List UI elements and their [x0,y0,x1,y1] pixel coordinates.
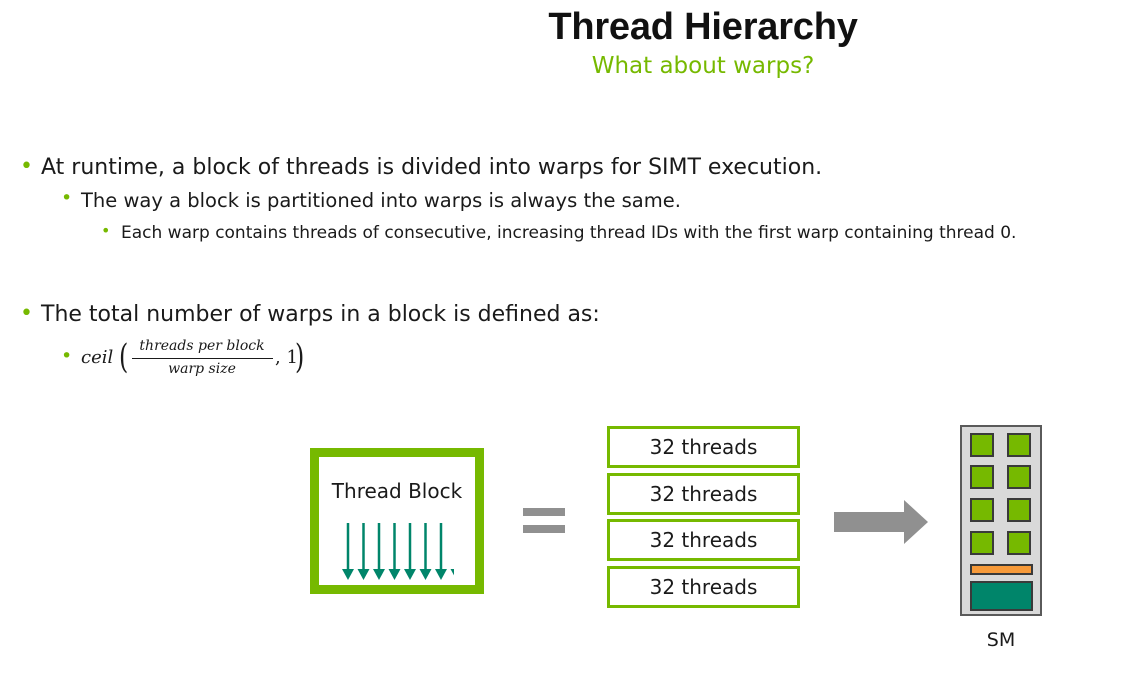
bullet-text: Each warp contains threads of consecutiv… [121,223,1017,243]
thread-block-box: Thread Block [310,448,484,594]
sm-core [1007,531,1031,555]
formula-second-arg: , 1 [275,347,298,368]
equals-bar-top [523,508,565,516]
sm-cache-bar [970,564,1033,575]
bullet-item: • The total number of warps in a block i… [20,301,600,327]
bullet-text: The total number of warps in a block is … [41,302,600,327]
thread-arrow-icon [419,523,432,580]
formula-close-paren: ) [294,337,305,377]
bullet-dot: • [20,301,33,326]
thread-arrow-icon [342,523,354,580]
equals-sign [523,508,565,534]
sm-core [1007,465,1031,489]
equals-bar-bottom [523,525,565,533]
sm-core [970,531,994,555]
thread-block-label: Thread Block [331,479,463,503]
thread-arrow-icon [373,523,385,580]
thread-arrows [342,523,454,580]
sm-core [1007,498,1031,522]
sm-memory-block [970,581,1033,611]
thread-arrow-icon [450,569,454,576]
thread-arrow-icon [388,523,401,580]
bullet-dot: • [61,345,73,367]
warp-box: 32 threads [607,519,800,561]
bullet-dot: • [20,154,33,179]
thread-arrow-icon [435,523,447,580]
formula-fraction-bar [132,358,273,359]
right-arrow-icon [834,500,928,544]
sm-label: SM [986,629,1016,651]
sm-core [970,498,994,522]
slide-title: Thread Hierarchy [548,6,858,48]
bullet-dot: • [101,221,111,240]
formula-open-paren: ( [118,337,129,377]
sm-core [970,433,994,457]
bullet-item: • Each warp contains threads of consecut… [101,221,1017,243]
bullet-text: At runtime, a block of threads is divide… [41,155,823,180]
bullet-item: • At runtime, a block of threads is divi… [20,154,823,180]
formula-denominator: warp size [168,361,236,377]
warp-box: 32 threads [607,473,800,515]
warp-box: 32 threads [607,426,800,468]
bullet-text: The way a block is partitioned into warp… [81,189,681,212]
sm-diagram [960,425,1042,616]
formula-numerator: threads per block [139,338,265,354]
sm-core [970,465,994,489]
slide-subtitle: What about warps? [591,53,815,79]
formula-function: ceil [81,347,114,368]
thread-arrow-icon [404,523,416,580]
bullet-dot: • [61,187,73,209]
thread-arrow-icon [357,523,370,580]
sm-core [1007,433,1031,457]
warp-box: 32 threads [607,566,800,608]
bullet-item: • The way a block is partitioned into wa… [61,187,681,212]
